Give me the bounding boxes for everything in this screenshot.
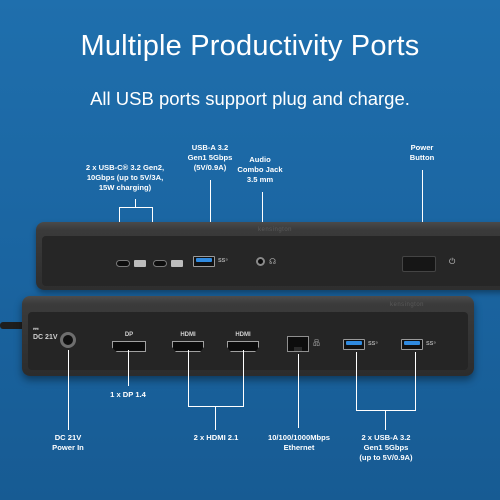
label-dp: 1 x DP 1.4 [110, 390, 146, 399]
label-usba-top: USB-A 3.2 Gen1 5Gbps (5V/0.9A) [187, 143, 233, 172]
headset-icon: ☊ [269, 257, 277, 266]
superspeed-icon-1: SS⁵ [368, 341, 378, 347]
leader-hdmi-h [188, 406, 244, 407]
leader-dp [128, 350, 129, 386]
leader-hdmi-v2 [243, 350, 244, 406]
label-hdmi: 2 x HDMI 2.1 [193, 433, 239, 442]
label-usbc: 2 x USB-C® 3.2 Gen2, 10Gbps (up to 5V/3A… [85, 163, 165, 192]
leader-usba-v1 [356, 352, 357, 410]
dock-rear-unit: kensington SS⁵ ☊ ⏻ [36, 222, 500, 290]
hdmi-2-caption: HDMI [235, 332, 251, 338]
label-usba-bottom: 2 x USB-A 3.2 Gen1 5Gbps (up to 5V/0.9A) [359, 433, 413, 462]
label-power: Power Button [409, 143, 435, 162]
brand-mark-front: kensington [390, 302, 425, 308]
usba-port-front-2[interactable] [401, 339, 423, 350]
usba-port-front-1[interactable] [343, 339, 365, 350]
usbc-port-2[interactable] [153, 260, 167, 267]
dp-caption: DP [124, 332, 134, 338]
leader-usbc-c [135, 199, 136, 207]
usbc-1-icon [134, 260, 146, 267]
label-dc: DC 21V Power In [52, 433, 84, 452]
page-title: Multiple Productivity Ports [80, 30, 420, 62]
network-icon: 品 [313, 340, 320, 347]
leader-usba-c [385, 410, 386, 430]
leader-usba-v2 [415, 352, 416, 410]
ethernet-port[interactable] [287, 336, 309, 352]
usbc-port-1[interactable] [116, 260, 130, 267]
leader-usba-h [356, 410, 416, 411]
leader-usba-top [210, 180, 211, 257]
brand-mark-rear: kensington [258, 227, 293, 233]
power-icon: ⏻ [449, 257, 456, 266]
usbc-2-icon [171, 260, 183, 267]
superspeed-icon: SS⁵ [218, 258, 228, 264]
leader-hdmi-c [215, 406, 216, 430]
leader-ethernet [298, 354, 299, 428]
dc-21v-text: ⎓DC 21V [33, 326, 58, 342]
leader-dc [68, 350, 69, 430]
leader-hdmi-v1 [188, 350, 189, 406]
hdmi-1-caption: HDMI [180, 332, 196, 338]
leader-usbc-h [119, 207, 152, 208]
dc-power-jack[interactable] [60, 332, 76, 348]
label-audio: Audio Combo Jack 3.5 mm [237, 155, 283, 184]
cable-left-front [0, 322, 26, 329]
leader-power [422, 170, 423, 260]
label-ethernet: 10/100/1000Mbps Ethernet [267, 433, 331, 452]
power-button[interactable] [402, 256, 436, 272]
usba-port-rear[interactable] [193, 256, 215, 267]
audio-jack[interactable] [256, 257, 265, 266]
dock-front-unit: kensington ⎓DC 21V DP HDMI HDMI 品 SS⁵ SS… [22, 296, 474, 376]
superspeed-icon-2: SS⁵ [426, 341, 436, 347]
page-subtitle: All USB ports support plug and charge. [90, 88, 410, 109]
displayport-port[interactable] [112, 341, 146, 352]
